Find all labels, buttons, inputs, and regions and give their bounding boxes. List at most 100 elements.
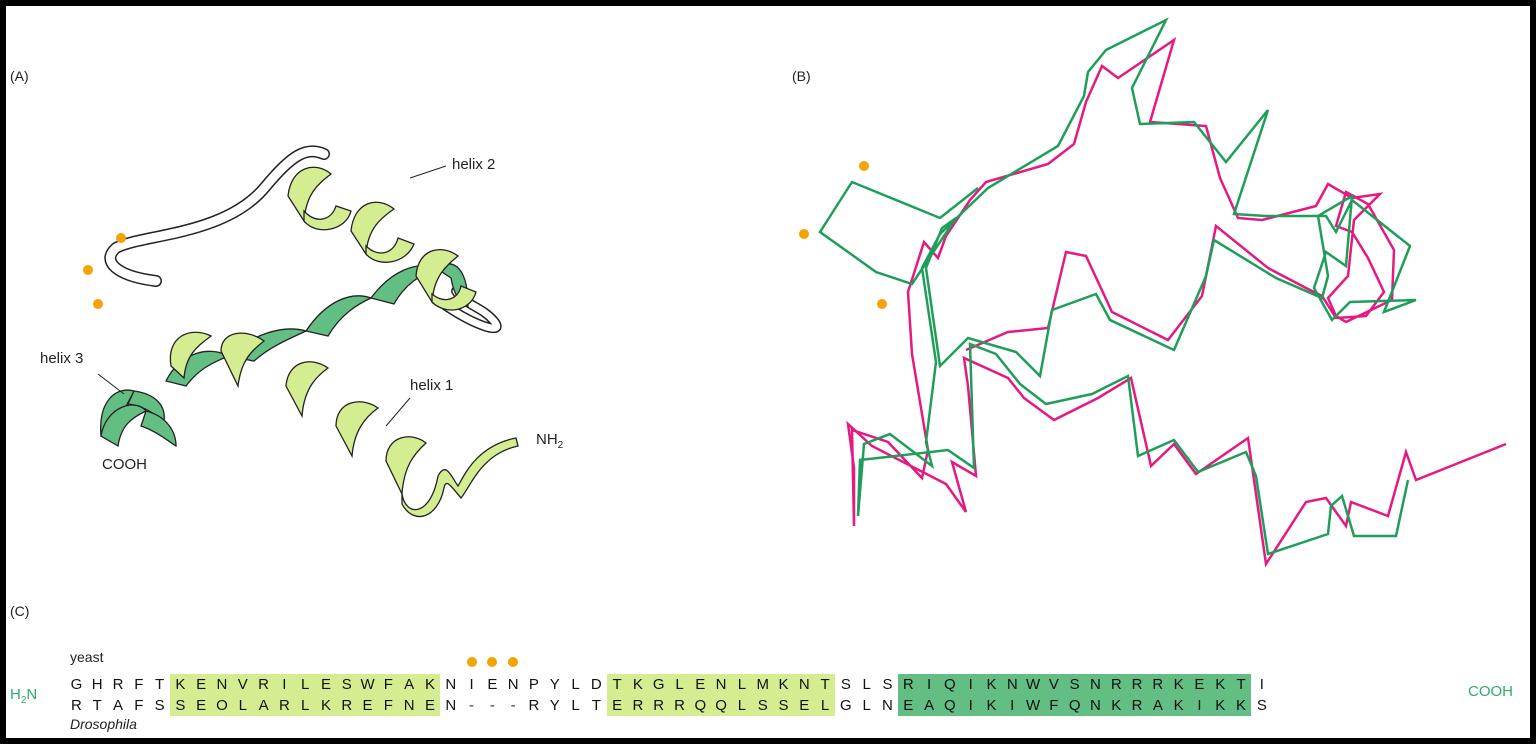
panel-b-label: (B) bbox=[792, 68, 811, 84]
yeast-residue: K bbox=[1209, 674, 1231, 695]
drosophila-residue: L bbox=[232, 695, 254, 716]
yeast-residue: W bbox=[1022, 674, 1044, 695]
drosophila-residue: K bbox=[315, 695, 337, 716]
yeast-residue: S bbox=[1064, 674, 1086, 695]
helix-2-label: helix 2 bbox=[452, 156, 496, 173]
marker-dot bbox=[116, 233, 126, 243]
yeast-residue: R bbox=[253, 674, 274, 695]
yeast-residue: L bbox=[669, 674, 690, 695]
drosophila-residue: I bbox=[1001, 695, 1023, 716]
yeast-residue: K bbox=[169, 674, 191, 695]
drosophila-residue: F bbox=[1043, 695, 1065, 716]
drosophila-residue: N bbox=[398, 695, 420, 716]
yeast-residue: T bbox=[155, 676, 165, 693]
yeast-residue: F bbox=[134, 676, 144, 693]
drosophila-backbone-trace bbox=[846, 37, 1507, 568]
drosophila-residue: S bbox=[773, 695, 794, 716]
helix-1-leader bbox=[385, 397, 411, 427]
yeast-residue: A bbox=[398, 674, 420, 695]
homeodomain-ribbon-diagram bbox=[83, 145, 519, 517]
conserved-residue-marker bbox=[487, 657, 498, 667]
yeast-residue: I bbox=[918, 674, 940, 695]
yeast-residue: F bbox=[377, 674, 399, 695]
drosophila-residue: S bbox=[1256, 697, 1267, 714]
drosophila-residue: R bbox=[528, 697, 540, 714]
yeast-residue: K bbox=[627, 674, 649, 695]
yeast-residue: I bbox=[1259, 676, 1264, 693]
drosophila-residue: E bbox=[357, 695, 378, 716]
yeast-residue: Y bbox=[549, 676, 560, 693]
drosophila-residue: O bbox=[211, 695, 233, 716]
yeast-residue: E bbox=[689, 674, 711, 695]
drosophila-residue: L bbox=[294, 695, 316, 716]
yeast-residue: R bbox=[897, 674, 919, 695]
drosophila-residue: E bbox=[793, 695, 815, 716]
drosophila-residue: K bbox=[981, 695, 1002, 716]
drosophila-residue: L bbox=[862, 697, 871, 714]
yeast-residue: T bbox=[606, 674, 628, 695]
drosophila-residue: N bbox=[1085, 695, 1106, 716]
drosophila-residue: L bbox=[571, 697, 580, 714]
panel-c-label: (C) bbox=[10, 603, 30, 619]
c-terminus-label: COOH bbox=[102, 456, 147, 473]
yeast-residue: I bbox=[960, 674, 982, 695]
marker-dot bbox=[859, 161, 869, 171]
yeast-residue: R bbox=[1126, 674, 1148, 695]
drosophila-residue: - bbox=[469, 697, 475, 714]
drosophila-residue: A bbox=[253, 695, 274, 716]
helix-1-ribbon bbox=[169, 331, 519, 517]
drosophila-residue: Q bbox=[689, 695, 711, 716]
drosophila-residue: A bbox=[112, 697, 123, 714]
amino-terminus-label: H2N bbox=[10, 686, 38, 706]
drosophila-residue: K bbox=[1168, 695, 1190, 716]
conserved-residue-marker bbox=[508, 657, 519, 667]
n-terminus-label: NH2 bbox=[536, 431, 564, 451]
drosophila-residue: I bbox=[1189, 695, 1210, 716]
drosophila-residue: T bbox=[92, 697, 102, 714]
marker-dot bbox=[93, 299, 103, 309]
drosophila-residue: - bbox=[510, 697, 516, 714]
yeast-residue: K bbox=[981, 674, 1002, 695]
yeast-residue: R bbox=[1105, 674, 1127, 695]
yeast-residue: K bbox=[419, 674, 441, 695]
yeast-residue: G bbox=[70, 676, 83, 693]
drosophila-residue: K bbox=[1230, 695, 1252, 716]
yeast-residue: I bbox=[469, 676, 474, 693]
yeast-label: yeast bbox=[70, 649, 104, 665]
yeast-residue: P bbox=[528, 676, 539, 693]
drosophila-residue: K bbox=[1209, 695, 1231, 716]
yeast-residue: N bbox=[507, 676, 519, 693]
drosophila-residue: S bbox=[154, 697, 165, 714]
drosophila-residue: E bbox=[897, 695, 919, 716]
yeast-residue: K bbox=[1168, 674, 1190, 695]
drosophila-residue: N bbox=[882, 697, 893, 714]
drosophila-residue: Q bbox=[939, 695, 961, 716]
drosophila-residue: R bbox=[273, 695, 295, 716]
drosophila-residue: G bbox=[840, 697, 852, 714]
drosophila-residue: W bbox=[1022, 695, 1044, 716]
yeast-residue: V bbox=[1043, 674, 1065, 695]
yeast-residue: L bbox=[571, 676, 580, 693]
yeast-residue: E bbox=[315, 674, 337, 695]
carboxyl-terminus-label: COOH bbox=[1468, 683, 1513, 700]
yeast-residue: Q bbox=[939, 674, 961, 695]
yeast-residue: R bbox=[1147, 674, 1169, 695]
yeast-residue: S bbox=[882, 676, 893, 693]
drosophila-residue: R bbox=[648, 695, 670, 716]
yeast-residue: N bbox=[1085, 674, 1106, 695]
drosophila-residue: S bbox=[169, 695, 191, 716]
drosophila-residue: R bbox=[669, 695, 690, 716]
yeast-residue: S bbox=[840, 676, 851, 693]
figure-canvas: (A) (B) (C) bbox=[6, 6, 1530, 738]
drosophila-residue: A bbox=[1147, 695, 1169, 716]
yeast-residue: L bbox=[862, 676, 871, 693]
yeast-residue: T bbox=[1230, 674, 1252, 695]
yeast-residue: T bbox=[814, 674, 836, 695]
yeast-residue: K bbox=[773, 674, 794, 695]
yeast-residue: N bbox=[793, 674, 815, 695]
yeast-residue: H bbox=[91, 676, 103, 693]
yeast-residue: G bbox=[648, 674, 670, 695]
yeast-residue: N bbox=[211, 674, 233, 695]
helix-3-label: helix 3 bbox=[40, 350, 84, 367]
